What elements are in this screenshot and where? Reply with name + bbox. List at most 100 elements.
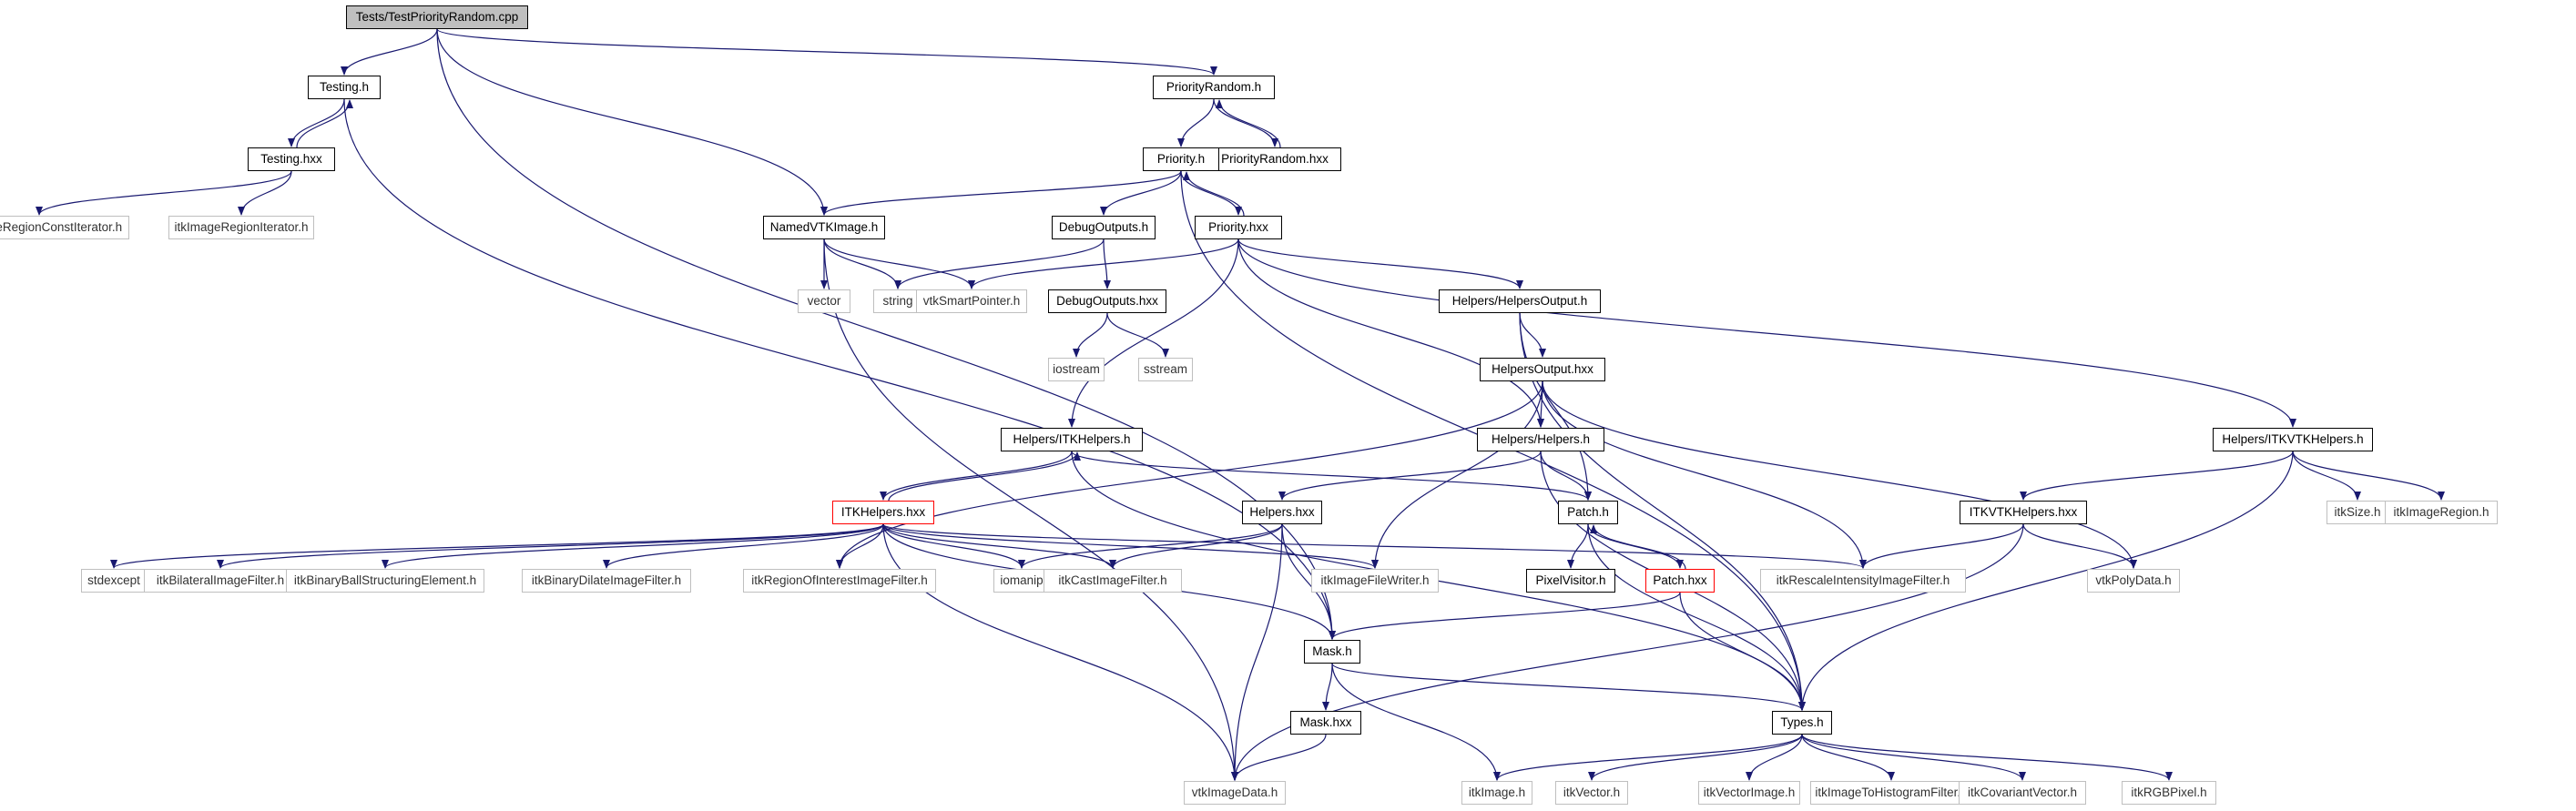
edge-helpers-hxx-to-mask-h: [1281, 523, 1336, 640]
node-root[interactable]: Tests/TestPriorityRandom.cpp: [346, 5, 528, 29]
edge-testing-hxx-to-itkimageregionconstiterator-h: [36, 170, 292, 216]
edge-itkvtkhelpers-hxx-to-itkrescaleintensityimagefilter-h: [1859, 523, 2024, 569]
node-priorityrandom-hxx[interactable]: PriorityRandom.hxx: [1208, 147, 1341, 171]
edge-itkhelpers-hxx-to-itkrescaleintensityimagefilter-h: [882, 523, 1867, 569]
edge-itkvtkhelpers-hxx-to-vtkimagedata-h: [1231, 523, 2024, 781]
node-helpersoutput-hxx[interactable]: HelpersOutput.hxx: [1480, 358, 1605, 381]
edge-priorityrandom-h-to-priorityrandom-hxx: [1213, 98, 1278, 147]
edge-helpersoutput-h-to-types-h: [1519, 312, 1806, 711]
node-mask-hxx[interactable]: Mask.hxx: [1290, 711, 1361, 735]
edge-debugoutputs-h-to-string: [894, 238, 1105, 289]
node-testing-h[interactable]: Testing.h: [308, 76, 381, 99]
edge-itkhelpers-hxx-to-iomanip: [882, 523, 1025, 569]
edge-patch-hxx-to-mask-h: [1329, 592, 1681, 640]
node-itkregionofinterestimagefilter-h: itkRegionOfInterestImageFilter.h: [743, 569, 936, 593]
edge-itkvtkhelpers-h-to-itksize-h: [2292, 451, 2361, 501]
edge-priorityrandom-h-to-priority-h: [1177, 98, 1215, 147]
node-testing-hxx[interactable]: Testing.hxx: [248, 147, 335, 171]
edge-mask-h-to-types-h: [1331, 663, 1806, 711]
node-types-h[interactable]: Types.h: [1772, 711, 1832, 735]
edge-helpers-helpers-h-to-helpers-hxx: [1278, 451, 1542, 501]
edge-helpersoutput-hxx-to-itkimagefilewriter-h: [1371, 380, 1543, 569]
edge-root-to-priorityrandom-h: [436, 28, 1217, 76]
edge-helpersoutput-h-to-patch-h: [1519, 312, 1592, 501]
node-itkvector-h: itkVector.h: [1555, 781, 1628, 805]
edge-debugoutputs-hxx-to-sstream: [1106, 312, 1169, 358]
node-iostream: iostream: [1048, 358, 1105, 381]
node-priorityrandom-h[interactable]: PriorityRandom.h: [1153, 76, 1275, 99]
edge-testing-h-to-testing-hxx: [288, 98, 345, 147]
node-itkimagefilewriter-h: itkImageFileWriter.h: [1311, 569, 1439, 593]
edge-patch-h-to-types-h: [1587, 523, 1806, 711]
node-itkbilateralimagefilter-h: itkBilateralImageFilter.h: [144, 569, 297, 593]
edge-priority-hxx-to-vtksmartpointer-h: [968, 238, 1239, 289]
edge-priority-h-to-priority-hxx: [1180, 170, 1242, 216]
edge-types-h-to-itkimage-h: [1493, 734, 1803, 781]
edge-itkvtkhelpers-hxx-to-vtkpolydata-h: [2022, 523, 2137, 569]
edge-itkhelpers-hxx-to-itkhelpers-h: [888, 451, 1081, 502]
node-mask-h[interactable]: Mask.h: [1304, 640, 1360, 664]
node-itkimageregionconstiterator-h: itkImageRegionConstIterator.h: [0, 216, 129, 239]
node-stdexcept: stdexcept: [81, 569, 147, 593]
node-priority-hxx[interactable]: Priority.hxx: [1195, 216, 1282, 239]
node-itkcastimagefilter-h: itkCastImageFilter.h: [1044, 569, 1182, 593]
node-string: string: [873, 289, 922, 313]
edge-root-to-namedvtkimage-h: [436, 28, 828, 216]
edge-itkhelpers-hxx-to-stdexcept: [110, 523, 884, 569]
edge-types-h-to-itkvectorimage-h: [1746, 734, 1803, 781]
node-debugoutputs-h[interactable]: DebugOutputs.h: [1052, 216, 1156, 239]
edge-priority-hxx-to-itkvtkhelpers-h: [1237, 238, 2296, 428]
node-itkimage-h: itkImage.h: [1461, 781, 1532, 805]
node-helpersoutput-h[interactable]: Helpers/HelpersOutput.h: [1439, 289, 1601, 313]
edge-helpersoutput-hxx-to-itkrescaleintensityimagefilter-h: [1542, 380, 1867, 569]
edge-itkhelpers-h-to-patch-h: [1071, 451, 1592, 501]
edge-itkhelpers-hxx-to-itkbinarydilateimagefilter-h: [603, 523, 884, 569]
node-itkimagetohistogramfilter-h: itkImageToHistogramFilter.h: [1810, 781, 1972, 805]
node-itksize-h: itkSize.h: [2327, 501, 2388, 524]
node-vtksmartpointer-h: vtkSmartPointer.h: [916, 289, 1027, 313]
edge-priority-h-to-debugoutputs-h: [1100, 170, 1182, 216]
node-patch-hxx[interactable]: Patch.hxx: [1645, 569, 1715, 593]
edge-namedvtkimage-h-to-vtkimagedata-h: [823, 238, 1238, 781]
edge-patch-h-to-pixelvisitor-h: [1567, 523, 1589, 569]
edge-namedvtkimage-h-to-string: [823, 238, 901, 289]
node-pixelvisitor-h[interactable]: PixelVisitor.h: [1526, 569, 1615, 593]
edge-itkhelpers-h-to-itkhelpers-hxx: [880, 451, 1073, 501]
node-itkbinaryballstructuringelement-h: itkBinaryBallStructuringElement.h: [286, 569, 484, 593]
node-helpers-helpers-h[interactable]: Helpers/Helpers.h: [1477, 428, 1604, 451]
node-vector: vector: [798, 289, 850, 313]
node-priority-h[interactable]: Priority.h: [1143, 147, 1219, 171]
node-helpers-hxx[interactable]: Helpers.hxx: [1242, 501, 1322, 524]
node-itkvtkhelpers-h[interactable]: Helpers/ITKVTKHelpers.h: [2213, 428, 2373, 451]
node-vtkimagedata-h: vtkImageData.h: [1184, 781, 1286, 805]
node-namedvtkimage-h[interactable]: NamedVTKImage.h: [763, 216, 885, 239]
edge-mask-hxx-to-vtkimagedata-h: [1231, 734, 1327, 781]
node-patch-h[interactable]: Patch.h: [1558, 501, 1618, 524]
edge-types-h-to-itkimagetohistogramfilter-h: [1801, 734, 1895, 781]
edge-debugoutputs-hxx-to-iostream: [1073, 312, 1108, 358]
edge-testing-hxx-to-testing-h: [296, 99, 353, 148]
edge-patch-hxx-to-patch-h: [1590, 524, 1686, 570]
edge-helpersoutput-h-to-helpersoutput-hxx: [1519, 312, 1546, 358]
node-vtkpolydata-h: vtkPolyData.h: [2087, 569, 2180, 593]
node-itkrgbpixel-h: itkRGBPixel.h: [2122, 781, 2216, 805]
edge-helpersoutput-hxx-to-vtkpolydata-h: [1542, 380, 2137, 569]
node-itkvtkhelpers-hxx[interactable]: ITKVTKHelpers.hxx: [1960, 501, 2087, 524]
node-itkcovariantvector-h: itkCovariantVector.h: [1959, 781, 2086, 805]
node-itkhelpers-h[interactable]: Helpers/ITKHelpers.h: [1001, 428, 1143, 451]
edge-patch-hxx-to-types-h: [1679, 592, 1806, 711]
edge-itkhelpers-hxx-to-itkbilateralimagefilter-h: [217, 523, 884, 569]
node-iomanip: iomanip: [993, 569, 1050, 593]
edge-helpersoutput-hxx-to-itkregionofinterestimagefilter-h: [836, 380, 1543, 569]
edge-itkhelpers-hxx-to-itkregionofinterestimagefilter-h: [836, 523, 884, 569]
node-itkvectorimage-h: itkVectorImage.h: [1698, 781, 1800, 805]
edge-priority-hxx-to-helpers-helpers-h: [1237, 238, 1544, 428]
edge-testing-h-to-mask-h: [343, 98, 1336, 640]
node-itkhelpers-hxx[interactable]: ITKHelpers.hxx: [832, 501, 934, 524]
node-debugoutputs-hxx[interactable]: DebugOutputs.hxx: [1048, 289, 1166, 313]
edge-itkvtkhelpers-h-to-types-h: [1798, 451, 2294, 711]
node-itkbinarydilateimagefilter-h: itkBinaryDilateImageFilter.h: [522, 569, 691, 593]
edge-types-h-to-itkcovariantvector-h: [1801, 734, 2026, 781]
node-itkimageregioniterator-h: itkImageRegionIterator.h: [168, 216, 314, 239]
